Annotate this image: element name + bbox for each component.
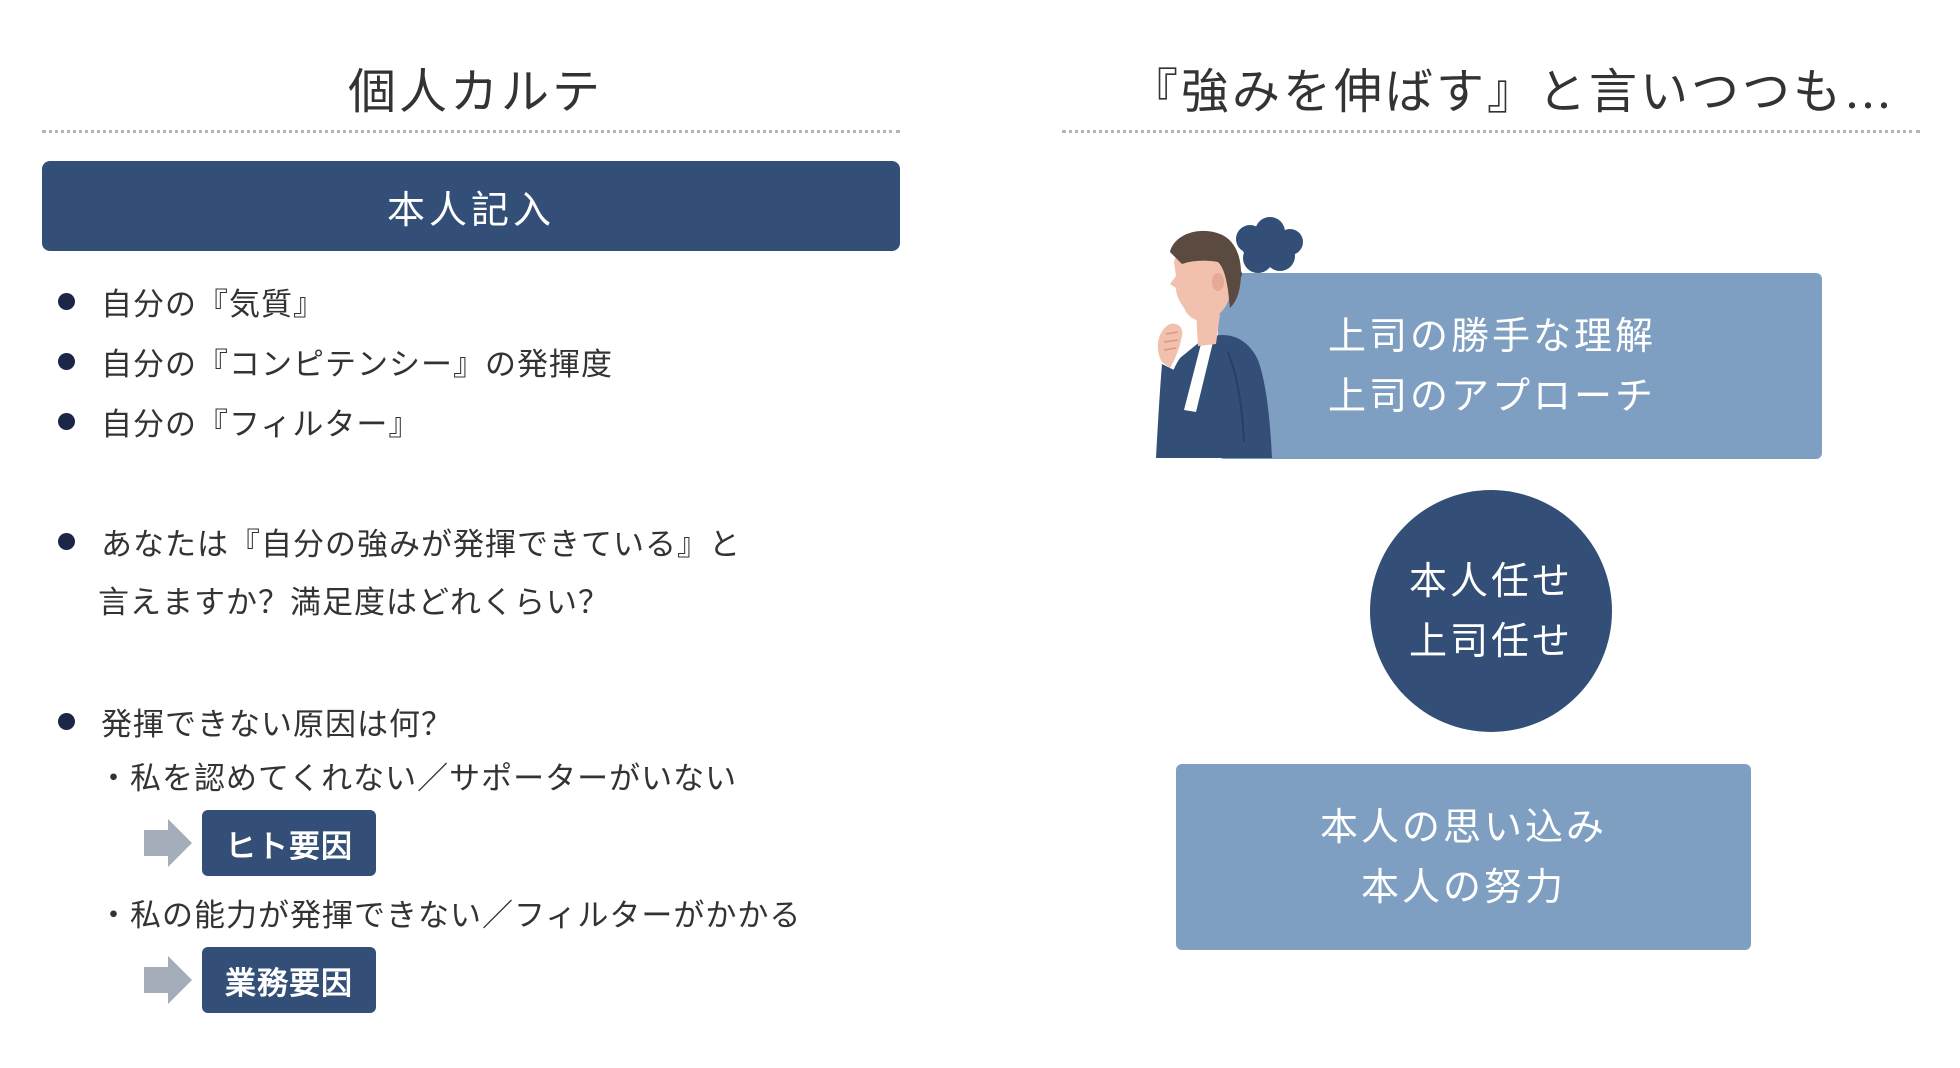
bullet-dot <box>58 532 75 550</box>
tag-work-factor: 業務要因 <box>202 947 376 1013</box>
self-entry-banner: 本人記入 <box>42 161 900 251</box>
bullet-text: 自分の『気質』 <box>101 286 325 323</box>
bullet-dot <box>58 292 75 310</box>
circle-line-1: 本人任せ <box>1408 559 1573 603</box>
question-cause: 発揮できない原因は何？ <box>50 698 453 744</box>
circle-line-2: 上司任せ <box>1408 619 1573 663</box>
thinking-man-illustration <box>1156 217 1303 458</box>
bullet-dot <box>58 352 75 370</box>
box-top-line-1: 上司の勝手な理解 <box>1328 314 1657 358</box>
left-divider <box>42 130 900 133</box>
box-bottom-line-2: 本人の努力 <box>1360 865 1566 909</box>
bullet-dot <box>58 412 75 430</box>
question-line-2: 言えますか？満足度はどれくらい？ <box>98 585 610 621</box>
right-arrow-icon <box>144 956 192 1004</box>
bullet-item-competency: 自分の『コンピテンシー』の発揮度 <box>50 338 613 384</box>
reason-work: ・私の能力が発揮できない／フィルターがかかる <box>98 898 802 934</box>
box-self-effort: 本人の思い込み 本人の努力 <box>1176 764 1751 950</box>
bullet-item-temperament: 自分の『気質』 <box>50 278 325 324</box>
left-title: 個人カルテ <box>348 64 604 120</box>
circle-delegation: 本人任せ 上司任せ <box>1370 490 1612 732</box>
question-cause-text: 発揮できない原因は何？ <box>101 706 453 743</box>
bullet-text: 自分の『フィルター』 <box>101 406 421 443</box>
tag-people-factor: ヒト要因 <box>202 810 376 876</box>
right-arrow-icon <box>144 819 192 867</box>
bullet-item-filter: 自分の『フィルター』 <box>50 398 420 444</box>
right-title: 『強みを伸ばす』と言いつつも… <box>1130 64 1896 120</box>
question-strength: あなたは『自分の強みが発揮できている』と <box>50 518 741 564</box>
question-line-1: あなたは『自分の強みが発揮できている』と <box>101 526 741 563</box>
bullet-text: 自分の『コンピテンシー』の発揮度 <box>101 346 613 383</box>
box-bottom-line-1: 本人の思い込み <box>1319 805 1607 849</box>
right-divider <box>1062 130 1920 133</box>
reason-people: ・私を認めてくれない／サポーターがいない <box>98 761 738 797</box>
box-top-line-2: 上司のアプローチ <box>1328 374 1657 418</box>
box-boss-understanding: 上司の勝手な理解 上司のアプローチ <box>1218 273 1822 459</box>
bullet-dot <box>58 712 75 730</box>
